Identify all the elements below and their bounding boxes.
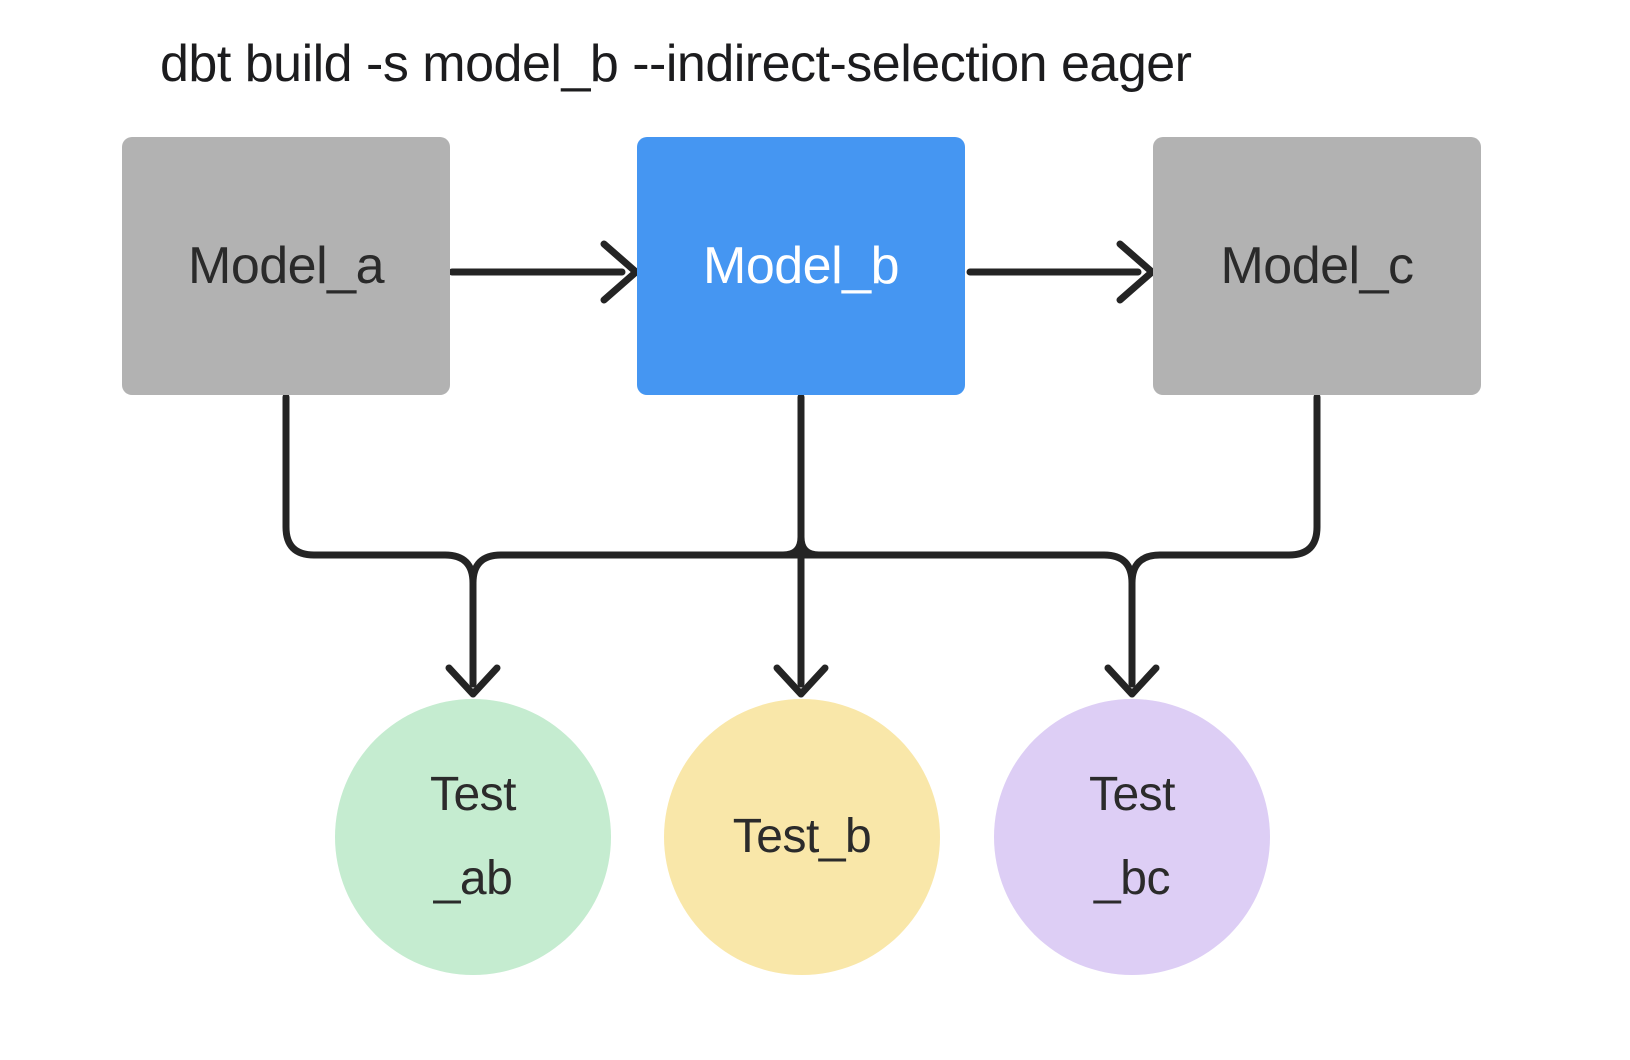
node-test-b: Test_b <box>664 699 940 975</box>
test-bc-label-line1: Test <box>1088 768 1176 821</box>
arrowhead-test-ab <box>445 664 501 698</box>
node-test-ab: Test _ab <box>335 699 611 975</box>
node-model-a: Model_a <box>122 137 450 395</box>
node-model-b: Model_b <box>637 137 965 395</box>
command-title: dbt build -s model_b --indirect-selectio… <box>160 35 1192 93</box>
test-ab-label-line2: _ab <box>433 852 513 905</box>
arrowhead-test-b <box>773 664 829 698</box>
arrowhead-test-bc <box>1104 664 1160 698</box>
arrowhead-model-c <box>1116 240 1156 304</box>
node-model-c: Model_c <box>1153 137 1481 395</box>
model-b-label: Model_b <box>703 237 899 295</box>
edge-model-a-to-test-ab <box>282 393 477 688</box>
node-test-bc: Test _bc <box>994 699 1270 975</box>
edge-model-c-to-test-bc <box>1128 393 1321 688</box>
test-bc-label-line2: _bc <box>1094 852 1170 905</box>
test-b-label-line1: Test_b <box>732 810 872 863</box>
test-ab-label-line1: Test <box>429 768 517 821</box>
model-c-label: Model_c <box>1220 237 1414 295</box>
model-a-label: Model_a <box>188 237 384 295</box>
arrowhead-model-b <box>600 240 640 304</box>
